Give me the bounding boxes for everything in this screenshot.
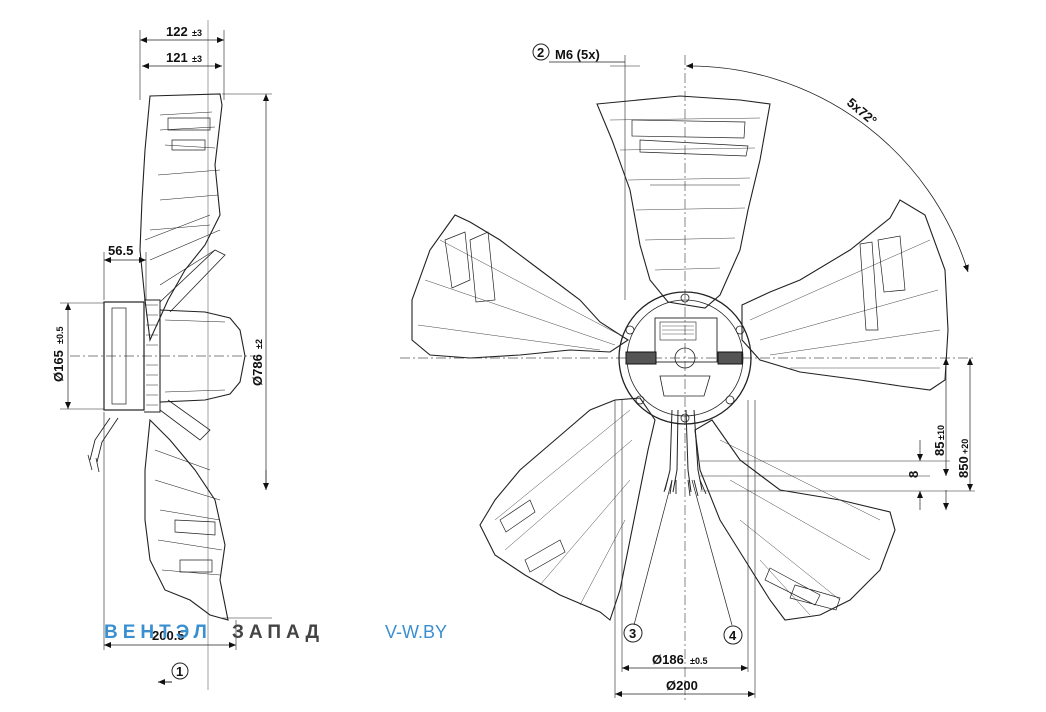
angle-arc <box>685 62 969 273</box>
callout-4: 4 <box>729 628 737 643</box>
front-view-labels: 2 M6 (5x) 5x72° 85 ±10 850 +20 8 3 4 Ø18… <box>537 45 971 693</box>
dim-121-tolerance: ±3 <box>192 54 202 64</box>
side-blade-upper <box>139 93 223 343</box>
watermark-site: V-W.BY <box>385 622 448 642</box>
dim-850-value: 850 <box>956 456 971 478</box>
cable-bundle <box>664 409 703 493</box>
dim-dia786-tolerance: ±2 <box>254 339 264 349</box>
blade-bottom-left <box>479 397 656 621</box>
blade-left <box>411 214 630 359</box>
blade-top <box>596 95 771 309</box>
dim-dia186-value: Ø186 <box>652 652 684 667</box>
dim-200-5-value: 200.5 <box>152 628 185 643</box>
front-view <box>400 43 975 700</box>
side-view-labels: 122 ±3 121 ±3 56.5 Ø165 ±0.5 Ø786 ±2 200… <box>51 24 265 679</box>
dim-85-tolerance: ±10 <box>936 425 946 440</box>
side-blade-lower <box>144 418 229 621</box>
dim-dia786-value: Ø786 <box>250 354 265 386</box>
dim-122-tolerance: ±3 <box>192 28 202 38</box>
dim-dia165-value: Ø165 <box>51 350 66 382</box>
dim-56-5-value: 56.5 <box>108 243 133 258</box>
callout-1: 1 <box>176 664 183 679</box>
blade-bottom-right <box>694 419 896 621</box>
dim-dia200-value: Ø200 <box>666 678 698 693</box>
callout-3: 3 <box>629 626 636 641</box>
dim-dia186-tolerance: ±0.5 <box>690 656 707 666</box>
fan-hub <box>159 309 246 403</box>
callout-2: 2 <box>537 45 544 60</box>
dim-850-tolerance: +20 <box>960 439 970 454</box>
terminal-box <box>654 317 718 363</box>
dim-dia165-tolerance: ±0.5 <box>55 327 65 344</box>
dim-121-value: 121 <box>166 50 188 65</box>
dim-8-value: 8 <box>906 471 921 478</box>
blade-right <box>741 199 949 391</box>
watermark-brand-part-a: ВЕНТЭЛ <box>104 622 212 643</box>
dim-122-value: 122 <box>166 24 188 39</box>
dim-85-value: 85 <box>932 442 947 456</box>
side-cable <box>89 417 119 463</box>
hub-outer <box>618 291 752 425</box>
thread-label: M6 (5x) <box>555 47 600 62</box>
side-view <box>60 20 272 690</box>
watermark-brand-part-b: ЗАПАД <box>232 622 324 643</box>
motor-rotor <box>103 301 145 411</box>
